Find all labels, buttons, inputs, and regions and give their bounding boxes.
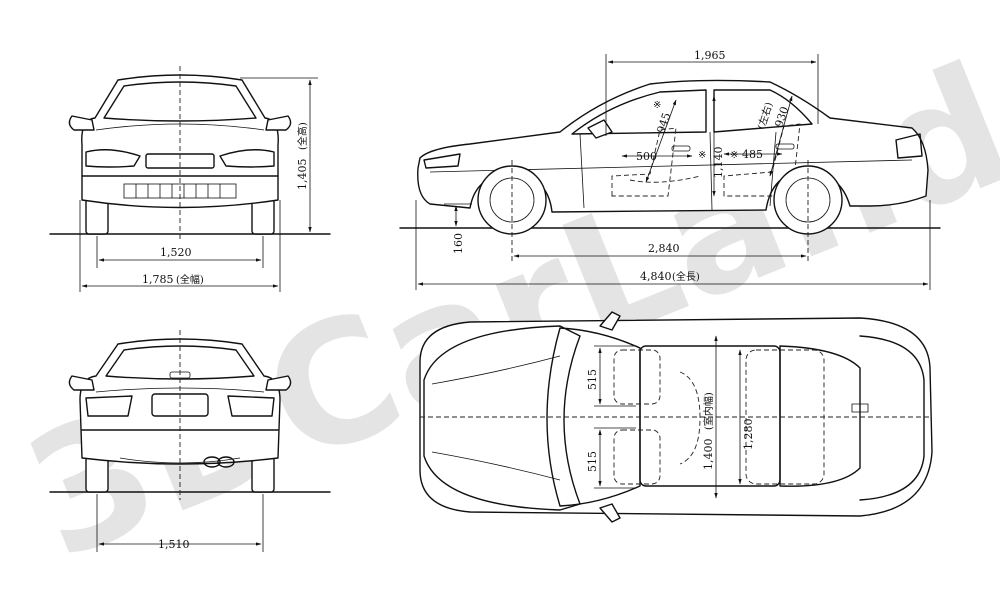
side-view: 1,965 ※ 945 (左右) 930 500 ※ 1,140 ※ 485 1… — [399, 49, 941, 290]
top-rear-window — [779, 345, 861, 487]
front-width-note: (全幅) — [176, 273, 204, 286]
side-front-seat-height-label: 945 — [654, 111, 673, 135]
side-asterisk-front: ※ — [653, 100, 661, 111]
top-console — [679, 371, 701, 465]
side-asterisk-rear: ※ — [730, 150, 738, 161]
top-interior-width-label: 1,400 — [702, 439, 715, 471]
side-rear-leg-label: 485 — [742, 148, 763, 161]
side-center-height-label: 1,140 — [712, 147, 725, 179]
top-interior-inner-label: 1,280 — [742, 419, 755, 451]
side-span-label: 1,965 — [694, 49, 726, 62]
front-left-mirror — [68, 115, 95, 131]
side-length-note: (全長) — [672, 270, 700, 283]
side-front-seat-height-dimension — [645, 99, 677, 183]
top-hood — [423, 325, 581, 511]
top-windshield — [546, 327, 641, 507]
rear-view: 1,510 — [49, 330, 331, 552]
rear-body — [79, 338, 281, 465]
front-left-headlight — [85, 149, 141, 168]
top-view: 515 515 1,400 (室内幅) 1,280 — [419, 311, 933, 523]
side-front-leg-label: 500 — [636, 150, 657, 163]
front-track-label: 1,520 — [160, 246, 192, 259]
top-interior-width-note: (室内幅) — [702, 392, 715, 430]
rear-right-taillight — [227, 395, 275, 417]
rear-window — [105, 345, 255, 380]
top-seat-width-lower-label: 515 — [586, 451, 599, 472]
top-front-right-seat — [613, 429, 661, 485]
side-rear-window — [713, 89, 813, 133]
side-front-window — [571, 89, 707, 135]
front-right-mirror — [265, 115, 292, 131]
front-windshield — [103, 81, 257, 122]
top-trunk — [859, 335, 925, 501]
front-height-label: 1,405 — [296, 159, 309, 191]
front-intake-slats — [135, 184, 221, 198]
side-wheelbase-label: 2,840 — [648, 242, 680, 255]
front-view: 1,405 (全高) 1,520 1,785 (全幅) — [49, 66, 331, 292]
top-front-left-seat — [613, 349, 661, 405]
front-right-headlight — [219, 149, 275, 168]
rear-right-mirror — [265, 375, 292, 391]
side-rear-seat-height-label: 930 — [772, 105, 791, 129]
rear-right-wheel — [251, 455, 275, 493]
rear-exhaust-right — [217, 456, 235, 468]
side-clearance-label: 160 — [452, 233, 465, 254]
rear-track-label: 1,510 — [158, 538, 190, 551]
side-length-label: 4,840 — [640, 270, 672, 283]
rear-left-taillight — [85, 395, 133, 417]
top-left-mirror — [599, 311, 621, 331]
top-seat-width-upper-label: 515 — [586, 369, 599, 390]
side-rear-seat-height-dimension — [769, 95, 793, 177]
rear-left-mirror — [68, 375, 95, 391]
front-width-label: 1,785 — [142, 273, 174, 286]
top-right-mirror — [599, 503, 621, 523]
side-taillight — [895, 133, 923, 159]
side-headlight — [423, 153, 461, 169]
rear-left-wheel — [85, 455, 109, 493]
side-front-seat — [611, 127, 677, 197]
side-asterisk-center: ※ — [698, 150, 706, 161]
top-hood-lines — [431, 355, 561, 481]
front-height-note: (全高) — [296, 122, 309, 150]
top-trunk-lock — [851, 403, 869, 413]
